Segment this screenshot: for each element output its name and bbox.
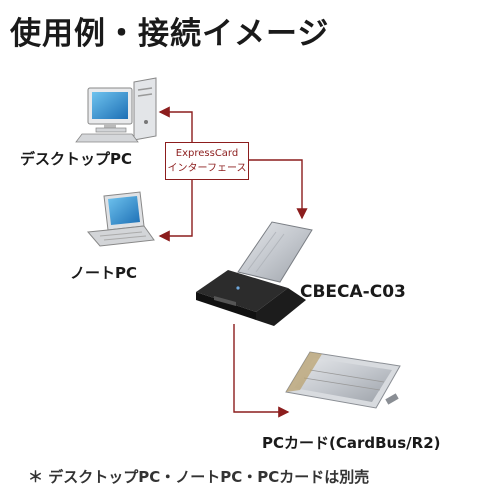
interface-line-1: ExpressCard <box>175 148 239 159</box>
expresscard-interface-label: ExpressCard インターフェース <box>165 142 249 180</box>
note-pc-label: ノートPC <box>70 264 138 282</box>
connection-arrows <box>158 106 308 418</box>
page-title: 使用例・接続イメージ <box>10 16 330 52</box>
expresscard-adapter-image <box>196 221 313 326</box>
desktop-pc-icon <box>75 77 157 143</box>
pc-card-label: PCカード(CardBus/R2) <box>262 434 441 452</box>
interface-line-2: インターフェース <box>167 163 247 174</box>
pc-card-image <box>285 351 401 409</box>
footnote: ＊ デスクトップPC・ノートPC・PCカードは別売 <box>28 468 370 486</box>
model-number-label: CBECA-C03 <box>300 282 406 302</box>
desktop-pc-label: デスクトップPC <box>20 150 133 168</box>
laptop-pc-icon <box>86 191 155 247</box>
